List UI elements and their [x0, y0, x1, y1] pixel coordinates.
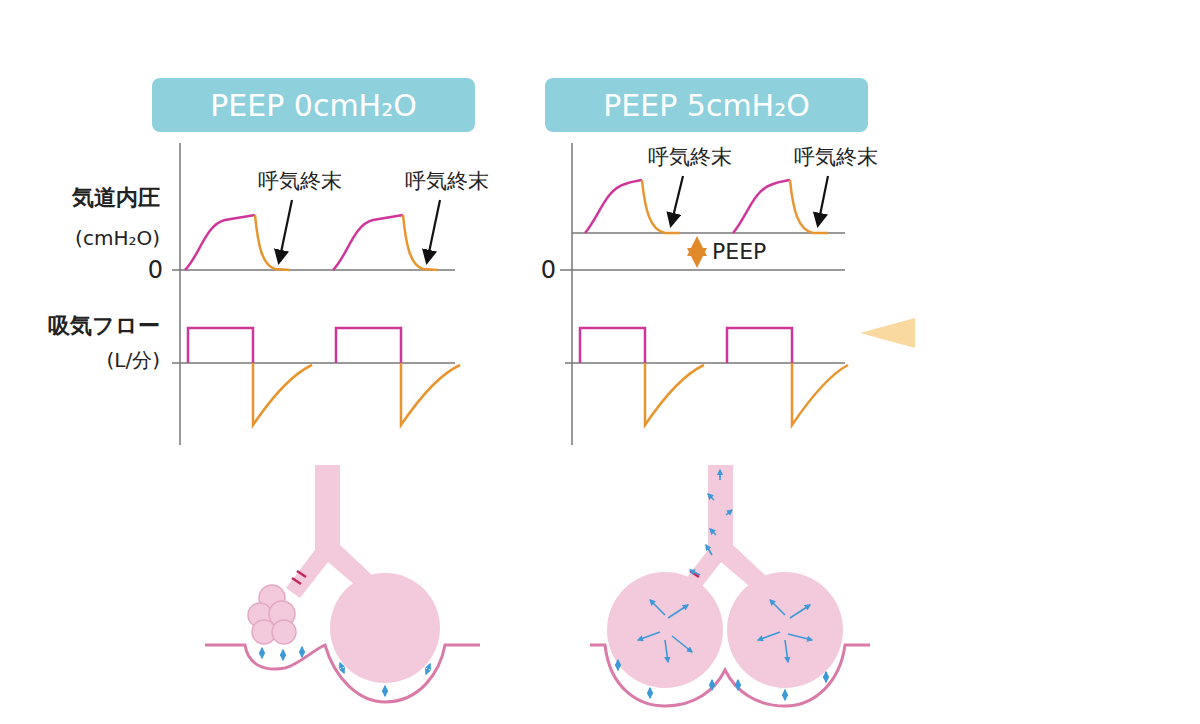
- header-text: PEEP 0cmH₂O: [210, 88, 417, 123]
- expiration-curve: [642, 180, 680, 233]
- exchange-arrows: [262, 647, 430, 696]
- pressure-arrow: [790, 605, 810, 618]
- expiratory-flow: [645, 363, 704, 425]
- pressure-arrow: [672, 636, 692, 652]
- axis-tick: 0: [148, 258, 163, 282]
- airway-mark: [292, 578, 301, 584]
- annotation: 呼気終末: [648, 147, 732, 168]
- header-text: PEEP 5cmH₂O: [603, 88, 810, 123]
- leader-arrow: [818, 176, 828, 225]
- zero-line: [172, 269, 455, 271]
- pressure-arrow: [638, 632, 660, 640]
- axis-unit: (cmH₂O): [75, 228, 160, 248]
- zero-line: [560, 269, 845, 271]
- exchange-arrow: [261, 648, 263, 658]
- leader-arrow: [279, 200, 292, 262]
- annotation: 呼気終末: [258, 171, 342, 192]
- pressure-arrow: [758, 632, 780, 640]
- pressure-arrows: [618, 470, 826, 700]
- inspiratory-flow: [727, 328, 792, 363]
- expiration-curve: [403, 215, 438, 270]
- pointer-triangle: [860, 318, 915, 348]
- flow-curves: [188, 328, 848, 425]
- pressure-arrow: [706, 545, 712, 555]
- pressure-arrow: [665, 640, 668, 662]
- y-axis: [571, 143, 573, 445]
- capillary-wall: [205, 645, 480, 702]
- inspiratory-flow: [580, 328, 645, 363]
- y-axis: [179, 143, 181, 445]
- axis-tick: 0: [541, 258, 556, 282]
- inspiration-curve: [185, 215, 255, 270]
- inspiration-curve: [585, 180, 642, 233]
- exchange-arrow: [649, 688, 651, 698]
- airway-mark: [297, 571, 306, 577]
- exchange-arrow: [340, 663, 344, 673]
- exchange-arrow: [737, 680, 739, 690]
- peep-double-arrow: [695, 240, 699, 264]
- expiratory-flow: [401, 363, 460, 425]
- pressure-arrow: [668, 605, 688, 618]
- pressure-arrow: [719, 470, 721, 480]
- annotation: 呼気終末: [794, 147, 878, 168]
- capillary-wall: [590, 645, 870, 706]
- axes: [172, 143, 845, 445]
- expiratory-flow: [253, 363, 312, 425]
- exchange-arrow: [384, 686, 386, 696]
- alveolus: [727, 572, 843, 688]
- peep-label: PEEP: [712, 241, 766, 263]
- exchange-arrow: [711, 680, 713, 690]
- header-box: PEEP 0cmH₂O: [152, 78, 475, 132]
- axis-unit: (L/分): [107, 350, 161, 370]
- leader-arrow: [427, 200, 440, 262]
- pressure-arrow: [788, 634, 812, 640]
- exchange-arrow: [825, 672, 827, 682]
- header-box: PEEP 5cmH₂O: [545, 78, 868, 132]
- pressure-arrow: [650, 600, 665, 615]
- alveoli-recruited: [590, 465, 870, 706]
- leader-arrows: [279, 176, 828, 262]
- axis-title: 吸気フロー: [48, 315, 160, 337]
- flow-baseline: [565, 362, 845, 364]
- inspiration-curve: [333, 215, 403, 270]
- alveoli-collapsed: [205, 465, 480, 702]
- pressure-arrow: [690, 570, 700, 575]
- peep-line: [572, 232, 845, 234]
- exchange-arrow: [426, 664, 430, 674]
- airway-mark: [690, 571, 699, 577]
- pressure-arrow: [726, 510, 732, 515]
- exchange-arrow: [617, 660, 619, 670]
- axis-title: 気道内圧: [72, 187, 160, 209]
- inspiratory-flow: [336, 328, 401, 363]
- expiration-curve: [255, 215, 290, 270]
- alveolus-lobe: [272, 620, 296, 644]
- alveolus: [607, 572, 723, 688]
- annotation: 呼気終末: [405, 171, 489, 192]
- inspiration-curve: [733, 180, 790, 233]
- pressure-curves: [185, 180, 828, 270]
- inspiratory-flow: [188, 328, 253, 363]
- pressure-arrow: [708, 494, 714, 500]
- expiratory-flow: [792, 363, 848, 425]
- leader-arrow: [671, 176, 683, 225]
- exchange-arrow: [784, 690, 786, 700]
- alveolus: [330, 573, 440, 683]
- pressure-arrow: [710, 529, 716, 535]
- pressure-arrow: [785, 640, 788, 662]
- collapsed-alveolus: [248, 585, 296, 644]
- flow-baseline: [172, 362, 455, 364]
- pressure-arrow: [770, 600, 785, 615]
- exchange-arrow: [301, 647, 303, 657]
- exchange-arrow: [282, 650, 284, 660]
